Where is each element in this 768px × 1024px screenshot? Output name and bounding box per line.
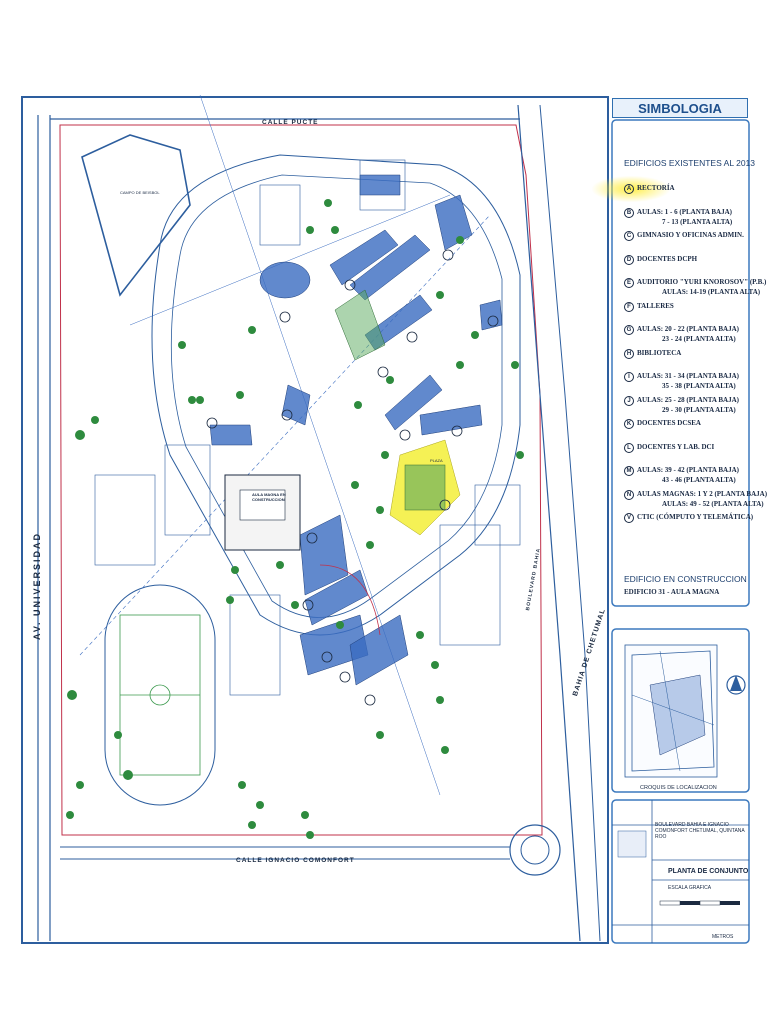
legend-item-text: AULAS: 39 - 42 (PLANTA BAJA) — [637, 466, 739, 474]
legend-item-text: GIMNASIO Y OFICINAS ADMIN. — [637, 231, 744, 239]
legend-letter-badge: M — [624, 466, 634, 476]
legend-title: SIMBOLOGIA — [612, 98, 748, 118]
title-block-address: BOULEVARD BAHIA E IGNACIO COMONFORT CHET… — [655, 822, 745, 840]
legend-item-text-2: 7 - 13 (PLANTA ALTA) — [662, 217, 733, 226]
legend-letter-badge: A — [624, 184, 634, 194]
legend-item-text: AUDITORIO "YURI KNOROSOV" (P.B.) — [637, 278, 767, 286]
aula-magna-label: AULA MAGNA EN CONSTRUCCION — [252, 492, 286, 502]
title-block-scale-label: ESCALA GRAFICA — [668, 885, 712, 891]
legend-letter-badge: H — [624, 348, 634, 359]
construction-heading: EDIFICIO EN CONSTRUCCION — [624, 574, 747, 584]
street-west-label: AV. UNIVERSIDAD — [32, 531, 42, 640]
legend-item-text: RECTORÍA — [637, 184, 675, 192]
legend-item-text-2: 43 - 46 (PLANTA ALTA) — [662, 476, 736, 484]
legend-letter-badge: B — [624, 207, 634, 218]
plaza-label: PLAZA — [430, 458, 443, 463]
legend-item-text-2: 35 - 38 (PLANTA ALTA) — [662, 382, 736, 390]
legend-letter-badge: G — [624, 325, 634, 335]
legend-item-text: TALLERES — [637, 301, 674, 310]
legend-item-text: DOCENTES DCPH — [637, 254, 698, 263]
title-block-units: METROS — [712, 934, 734, 940]
legend-letter-badge: L — [624, 442, 634, 453]
locator-caption: CROQUIS DE LOCALIZACION — [640, 785, 717, 791]
legend-item-text-2: AULAS: 49 - 52 (PLANTA ALTA) — [662, 499, 764, 508]
baseball-field-label: CAMPO DE BEISBOL — [120, 190, 160, 195]
legend-letter-badge: I — [624, 372, 634, 382]
existing-buildings-heading: EDIFICIOS EXISTENTES AL 2013 — [624, 158, 756, 168]
title-block-sheet-title: PLANTA DE CONJUNTO — [668, 868, 749, 875]
legend-item-text-2: 29 - 30 (PLANTA ALTA) — [662, 405, 736, 414]
legend-item-text: DOCENTES Y LAB. DCI — [637, 442, 715, 451]
legend-letter-badge: E — [624, 278, 634, 288]
legend-item-text: DOCENTES DCSEA — [637, 419, 701, 427]
legend-letter-badge: C — [624, 231, 634, 241]
legend-item-text: AULAS: 20 - 22 (PLANTA BAJA) — [637, 325, 739, 333]
street-north-label: CALLE PUCTE — [262, 119, 319, 126]
street-south-label: CALLE IGNACIO COMONFORT — [236, 857, 355, 864]
construction-item: EDIFICIO 31 - AULA MAGNA — [624, 588, 720, 596]
legend-item-text: BIBLIOTECA — [637, 348, 682, 357]
legend-item-text: AULAS: 31 - 34 (PLANTA BAJA) — [637, 372, 739, 380]
legend-letter-badge: N — [624, 489, 634, 500]
legend-letter-badge: F — [624, 301, 634, 312]
legend-letter-badge: K — [624, 419, 634, 429]
legend-letter-badge: V — [624, 513, 634, 523]
legend-letter-badge: J — [624, 395, 634, 406]
legend-letter-badge: D — [624, 254, 634, 265]
legend-item-text: AULAS MAGNAS: 1 Y 2 (PLANTA BAJA) — [637, 489, 768, 498]
legend-item-text-2: 23 - 24 (PLANTA ALTA) — [662, 335, 736, 343]
legend-item-text: AULAS: 25 - 28 (PLANTA BAJA) — [637, 395, 739, 404]
site-plan-map — [21, 95, 750, 944]
legend-item-text: AULAS: 1 - 6 (PLANTA BAJA) — [637, 207, 732, 216]
legend-item-text: CTIC (CÓMPUTO Y TELEMÁTICA) — [637, 513, 754, 521]
legend-item-text-2: AULAS: 14-19 (PLANTA ALTA) — [662, 288, 761, 296]
